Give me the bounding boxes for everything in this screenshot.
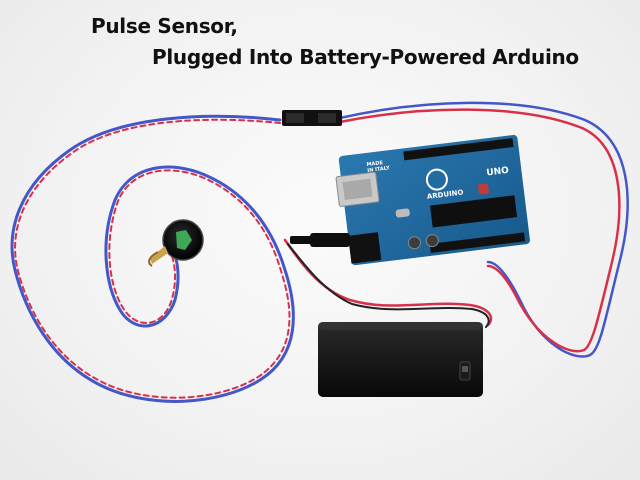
pcb-italy-label: IN ITALY: [367, 165, 391, 174]
pcb-model-label: UNO: [486, 166, 510, 179]
power-wire-right: [338, 101, 629, 358]
caption-title-line2: Plugged Into Battery-Powered Arduino: [152, 45, 579, 69]
wire-connector: [282, 110, 342, 126]
battery-pack: [318, 322, 483, 397]
barrel-plug: [290, 233, 350, 247]
sensor-cable-loop: [10, 114, 295, 403]
caption-title-line1: Pulse Sensor,: [91, 14, 238, 38]
battery-lead: [283, 238, 493, 328]
arduino-board: MADE IN ITALY ARDUINO UNO: [335, 134, 530, 266]
pcb-made-label: MADE: [366, 160, 384, 168]
pulse-sensor: [148, 219, 204, 267]
